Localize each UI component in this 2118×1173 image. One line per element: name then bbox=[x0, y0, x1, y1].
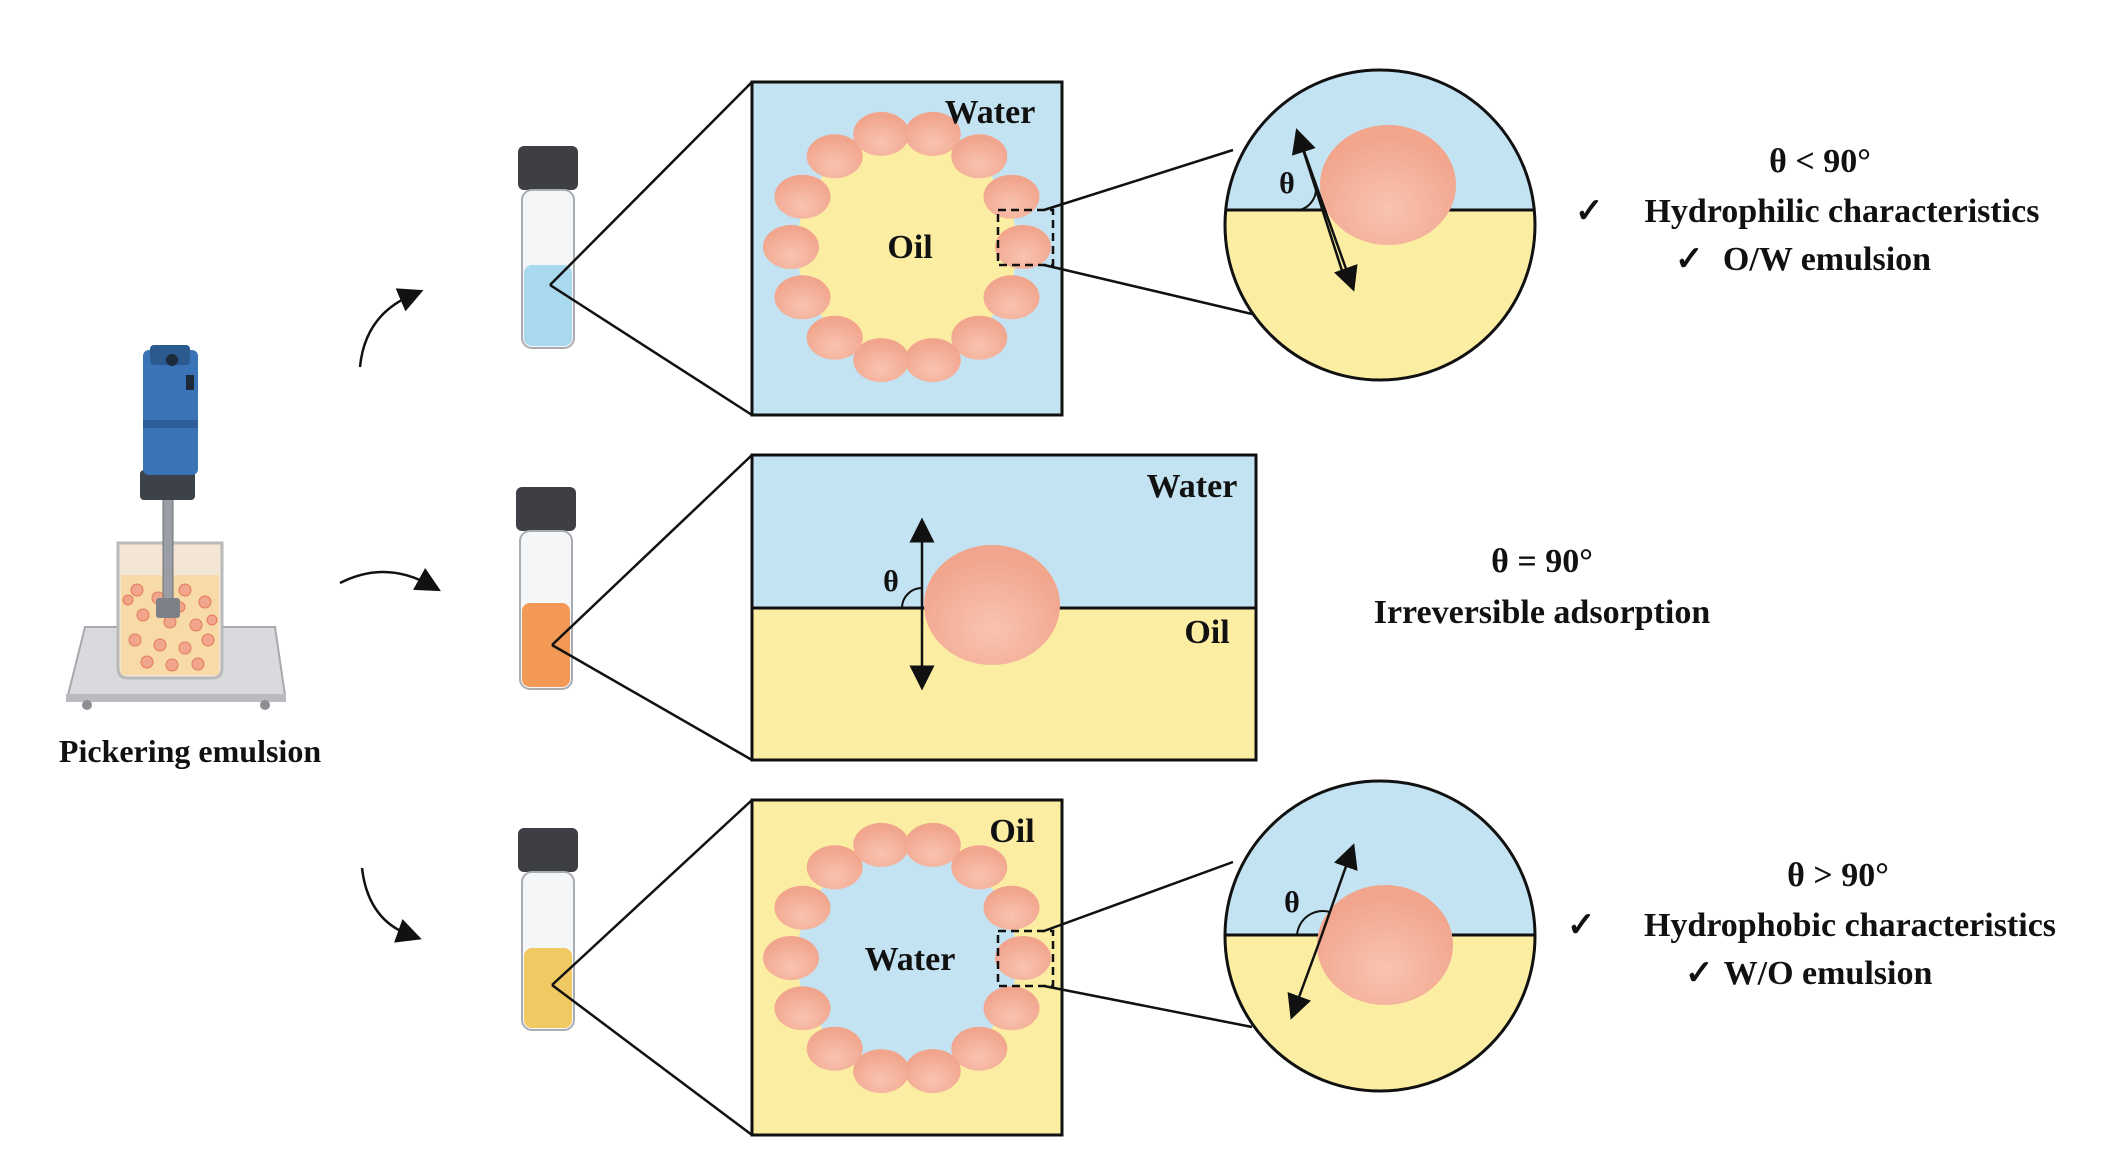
contact-angle-circle-top bbox=[1223, 68, 1537, 382]
top-ring-particle bbox=[951, 134, 1008, 179]
middle-condition: θ = 90° bbox=[1491, 543, 1593, 580]
middle-phase-water: Water bbox=[1147, 468, 1238, 505]
contact-angle-circle-bottom bbox=[1223, 779, 1537, 1093]
bottom-ring-particle bbox=[951, 845, 1008, 890]
top-ring-particle bbox=[806, 134, 863, 179]
zoom-region-top bbox=[996, 208, 1055, 267]
bottom-ring-particle bbox=[853, 822, 910, 867]
vial-orange bbox=[516, 487, 576, 690]
top-condition: θ < 90° bbox=[1769, 143, 1871, 180]
bottom-ring-particle bbox=[904, 1049, 961, 1094]
bottom-ring-particle bbox=[995, 936, 1051, 980]
middle-property-1: Irreversible adsorption bbox=[1374, 594, 1711, 631]
vial-water bbox=[518, 146, 578, 349]
zoom-region-bottom bbox=[996, 929, 1055, 988]
top-property-1: Hydrophilic characteristics bbox=[1644, 193, 2039, 230]
arrow-to-middle-vial bbox=[339, 568, 441, 592]
bottom-phase-oil: Oil bbox=[989, 813, 1034, 850]
arrow-to-top-vial bbox=[358, 288, 424, 368]
middle-phase-oil: Oil bbox=[1184, 614, 1229, 651]
top-property-2: O/W emulsion bbox=[1723, 241, 1931, 278]
bottom-ring-particle bbox=[904, 822, 961, 867]
bottom-ring-particle bbox=[951, 1026, 1008, 1071]
bottom-property-1: Hydrophobic characteristics bbox=[1644, 907, 2056, 944]
bottom-ring-particle bbox=[983, 885, 1040, 930]
bottom-ring-particle bbox=[774, 885, 831, 930]
theta-top: θ bbox=[1279, 167, 1295, 200]
bottom-ring-particle bbox=[806, 1026, 863, 1071]
top-ring-particle bbox=[774, 275, 831, 320]
top-ring-particle bbox=[951, 315, 1008, 360]
top-ring-particle bbox=[853, 338, 910, 383]
bottom-ring-particle bbox=[763, 936, 819, 980]
theta-middle: θ bbox=[883, 565, 899, 598]
bottom-property-2: W/O emulsion bbox=[1724, 955, 1933, 992]
bottom-ring-particle bbox=[853, 1049, 910, 1094]
top-phase-oil: Oil bbox=[887, 229, 932, 266]
bottom-ring-particle bbox=[806, 845, 863, 890]
top-ring-particle bbox=[806, 315, 863, 360]
theta-bottom: θ bbox=[1284, 886, 1300, 919]
top-ring-particle bbox=[995, 225, 1051, 269]
bottom-ring-particle bbox=[983, 986, 1040, 1031]
bottom-phase-water: Water bbox=[865, 941, 956, 978]
bottom-check-2: ✓ bbox=[1685, 955, 1714, 992]
top-ring-particle bbox=[904, 111, 961, 156]
top-check-2: ✓ bbox=[1675, 241, 1704, 278]
interface-box bbox=[750, 453, 1258, 762]
top-ring-particle bbox=[983, 275, 1040, 320]
bottom-ring-particle bbox=[774, 986, 831, 1031]
zoom-lines-vials bbox=[549, 81, 753, 1136]
arrow-to-bottom-vial bbox=[360, 867, 422, 943]
top-ring-particle bbox=[774, 174, 831, 219]
caption-label: Pickering emulsion bbox=[59, 733, 321, 769]
top-ring-particle bbox=[763, 225, 819, 269]
top-phase-water: Water bbox=[945, 94, 1036, 131]
top-ring-particle bbox=[983, 174, 1040, 219]
bottom-check-1: ✓ bbox=[1567, 907, 1596, 944]
process-arrows bbox=[339, 288, 441, 943]
particle-ring-bottom bbox=[763, 822, 1051, 1094]
top-check-1: ✓ bbox=[1575, 193, 1604, 230]
wo-emulsion-box bbox=[750, 798, 1064, 1137]
ow-emulsion-box bbox=[750, 80, 1064, 417]
vial-yellow bbox=[518, 828, 578, 1031]
top-ring-particle bbox=[853, 111, 910, 156]
particle-ring-top bbox=[763, 111, 1051, 383]
top-ring-particle bbox=[904, 338, 961, 383]
bottom-condition: θ > 90° bbox=[1787, 857, 1889, 894]
homogenizer-illustration bbox=[66, 345, 287, 710]
